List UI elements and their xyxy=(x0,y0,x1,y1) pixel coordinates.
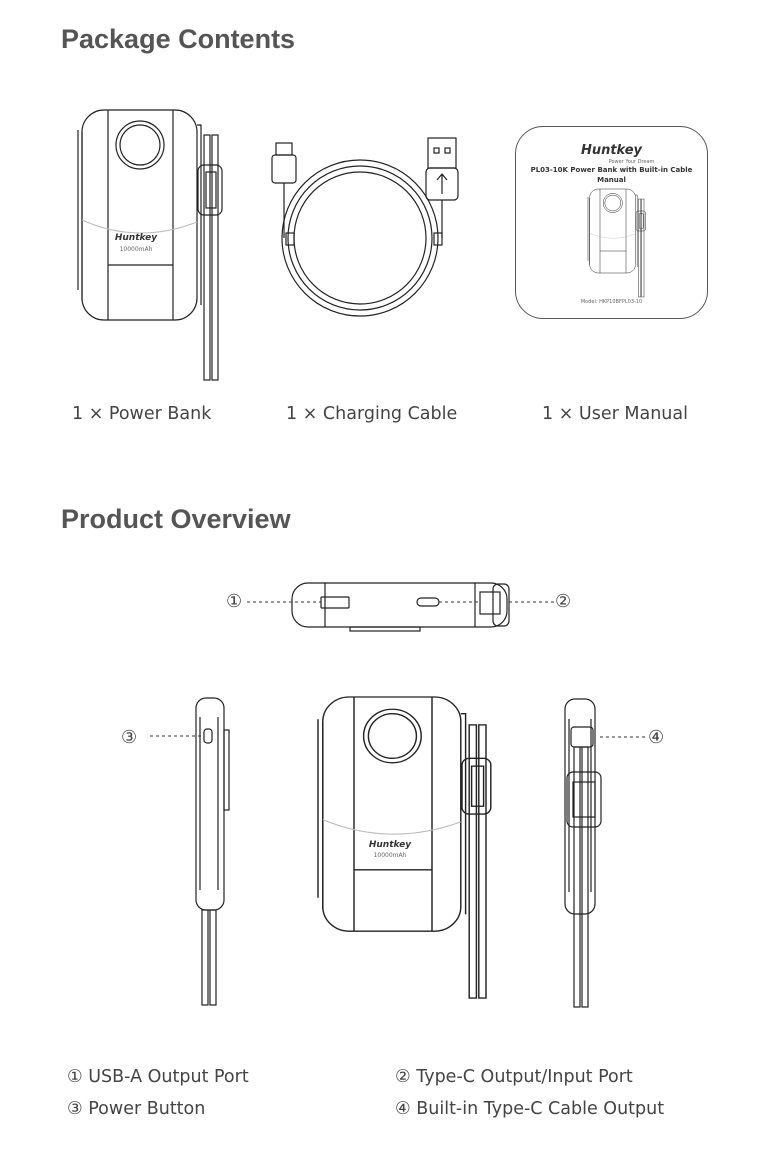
device-capacity-front: 10000mAh xyxy=(374,852,407,859)
caption-charging-cable: 1 × Charging Cable xyxy=(286,404,458,424)
front-view-illustration: Huntkey 10000mAh xyxy=(317,696,492,999)
device-capacity: 10000mAh xyxy=(120,246,153,253)
power-bank-illustration: Huntkey 10000mAh xyxy=(77,109,223,381)
legend-usb-a-output-port: ① USB-A Output Port xyxy=(67,1067,249,1087)
legend-type-c-port: ② Type-C Output/Input Port xyxy=(395,1067,633,1087)
manual-model: Model: HKP10BFPL03-10 xyxy=(580,299,643,305)
left-side-view-illustration xyxy=(150,697,230,1006)
manual-title: PL03-10K Power Bank with Built-in Cable xyxy=(530,166,693,174)
marker-2: ② xyxy=(555,591,572,612)
device-brand-logo-front: Huntkey xyxy=(369,840,412,850)
marker-4: ④ xyxy=(648,727,665,748)
device-brand-logo: Huntkey xyxy=(115,233,158,243)
manual-brand-logo: Huntkey xyxy=(580,143,643,158)
legend-built-in-cable: ④ Built-in Type-C Cable Output xyxy=(395,1099,665,1119)
manual-cover-device xyxy=(587,188,646,298)
right-side-view-illustration xyxy=(564,698,647,1008)
caption-user-manual: 1 × User Manual xyxy=(542,404,688,424)
charging-cable-illustration xyxy=(271,137,459,317)
top-view-illustration xyxy=(247,582,555,632)
user-manual-illustration: Huntkey Power Your Dream PL03-10K Power … xyxy=(515,126,708,319)
caption-power-bank: 1 × Power Bank xyxy=(72,404,212,424)
legend-power-button: ③ Power Button xyxy=(67,1099,206,1119)
marker-3: ③ xyxy=(121,727,138,748)
marker-1: ① xyxy=(226,591,243,612)
section-title-product-overview: Product Overview xyxy=(61,504,291,534)
manual-tagline: Power Your Dream xyxy=(608,159,655,165)
manual-subtitle: Manual xyxy=(597,176,626,184)
section-title-package-contents: Package Contents xyxy=(61,24,296,54)
